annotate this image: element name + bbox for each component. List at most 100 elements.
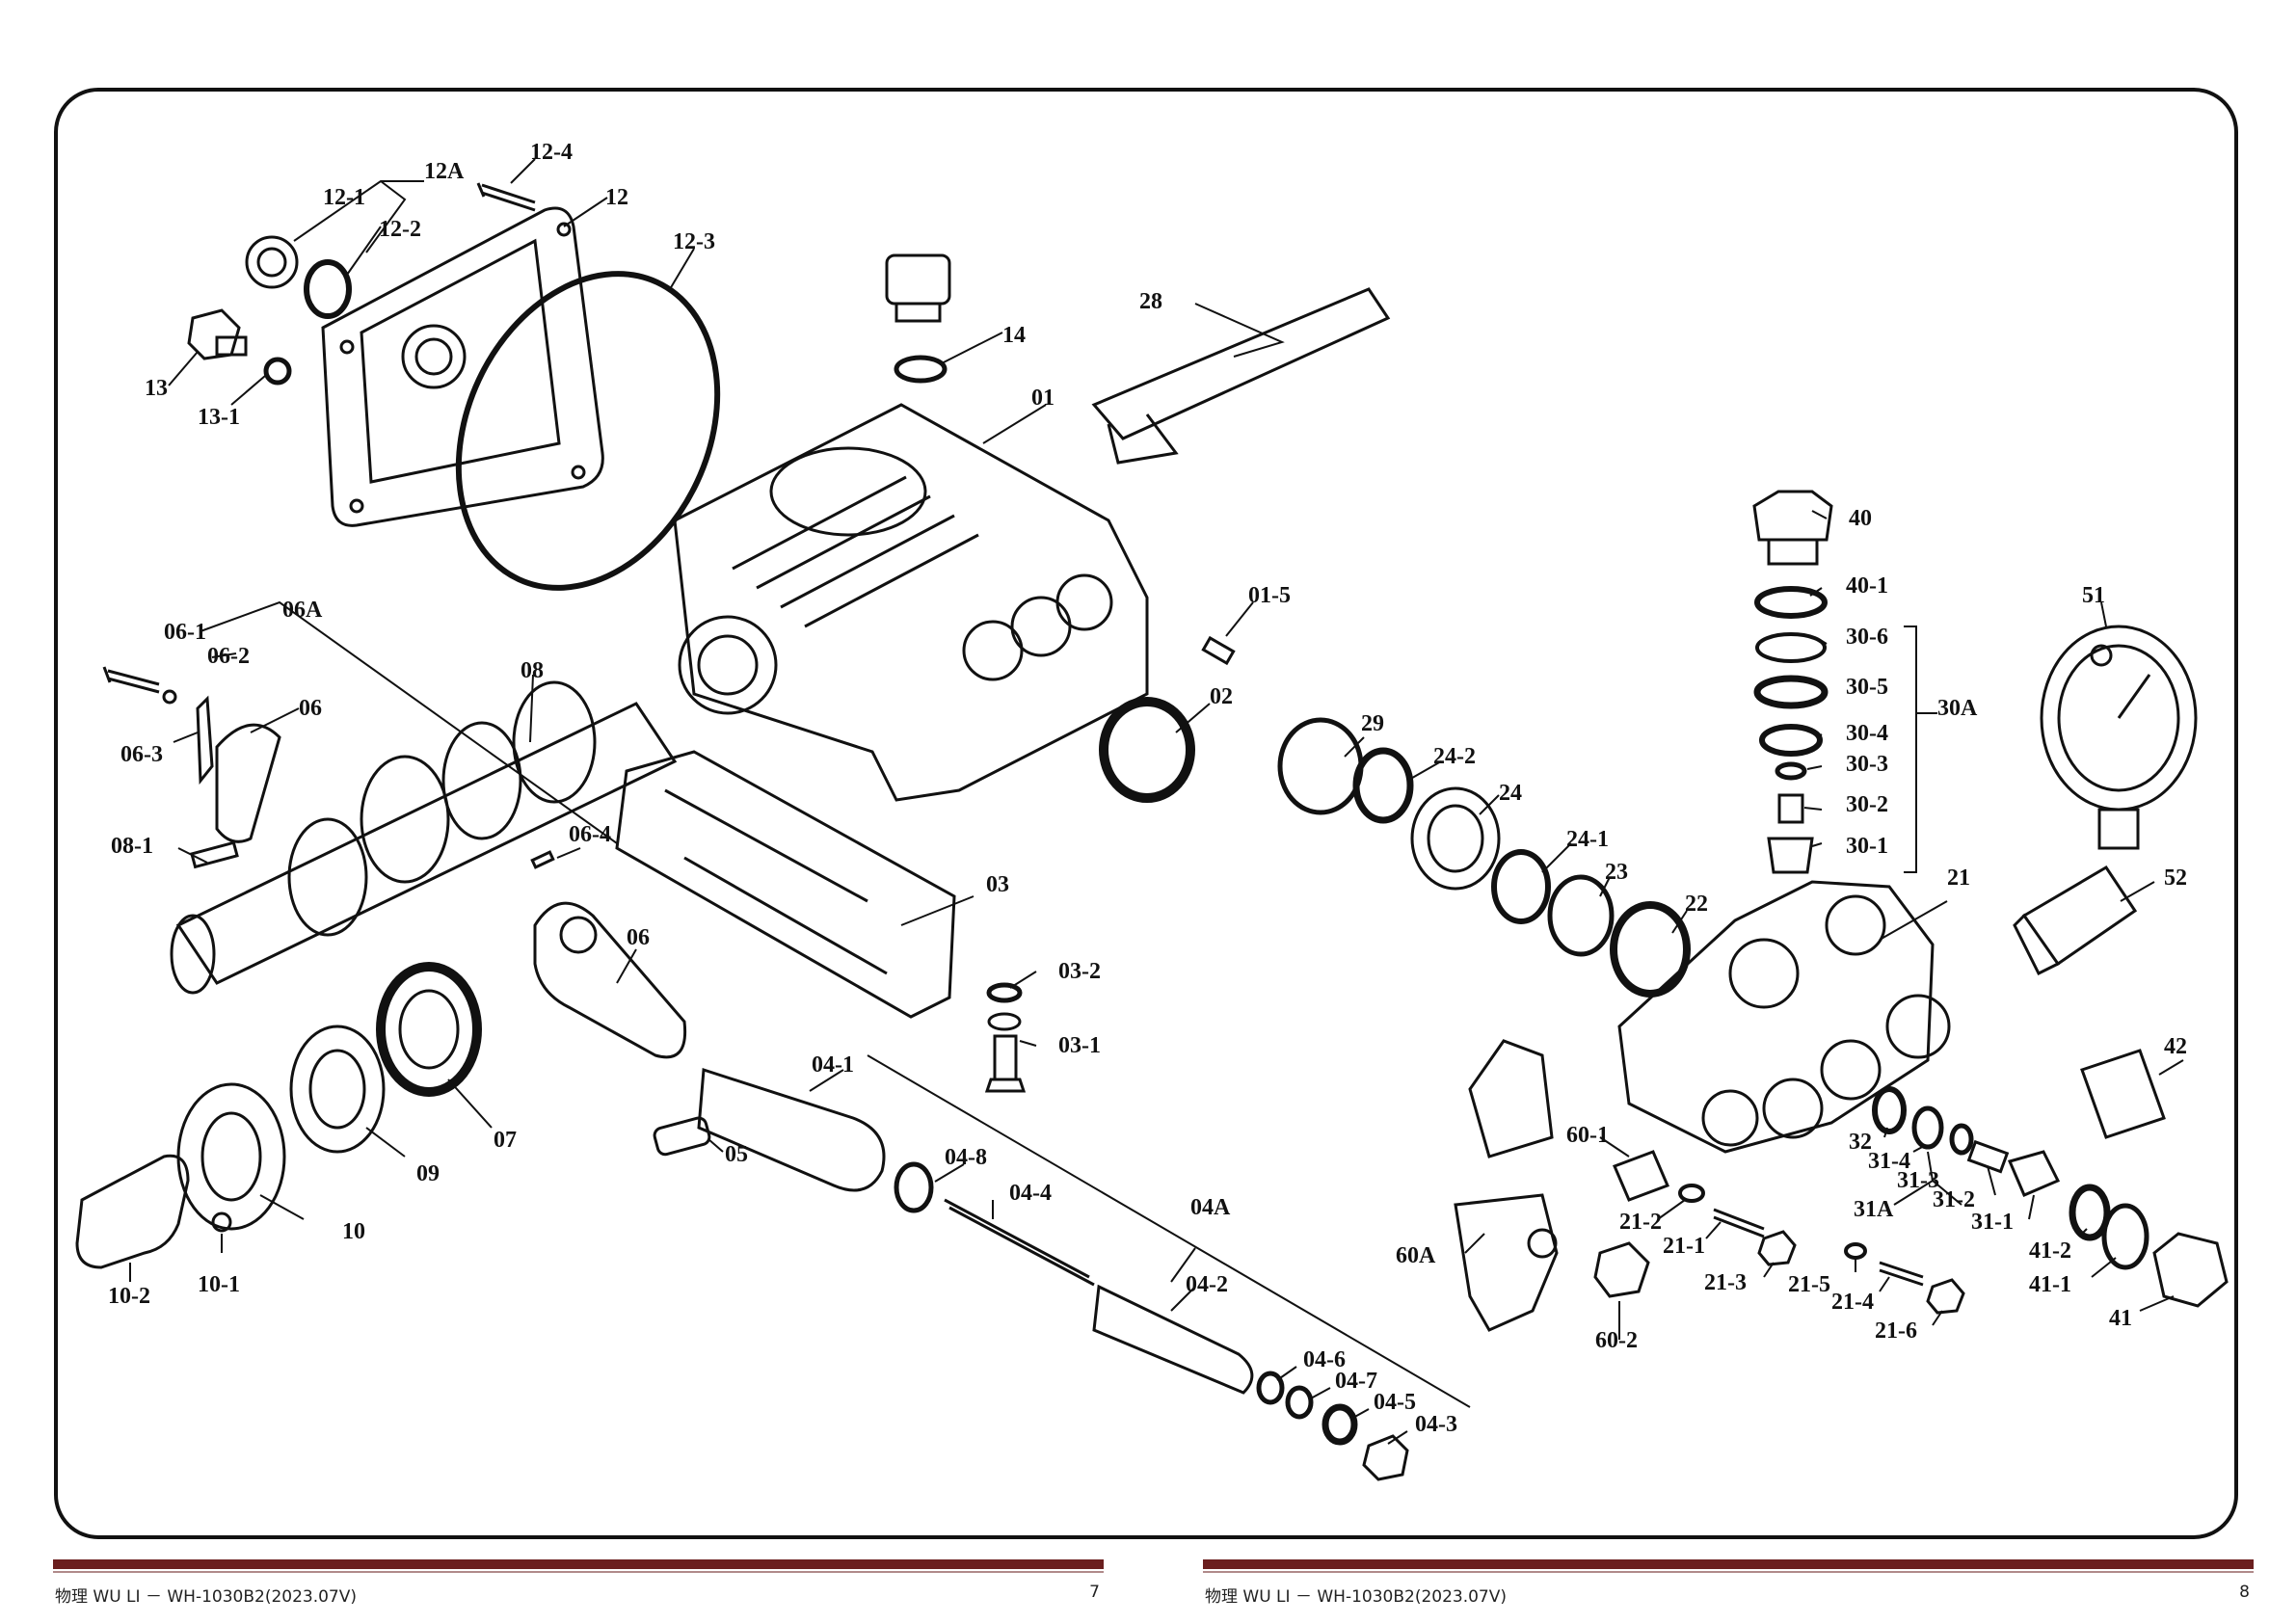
seal-02 bbox=[1099, 697, 1195, 803]
label-01-5: 01-5 bbox=[1248, 583, 1291, 608]
footer-right-page-number: 8 bbox=[2239, 1583, 2250, 1602]
label-30-6: 30-6 bbox=[1846, 625, 1888, 650]
rod-04-4 bbox=[944, 1198, 1095, 1287]
cap-40 bbox=[1752, 490, 1833, 566]
label-06-3: 06-3 bbox=[120, 742, 163, 767]
label-02: 02 bbox=[1210, 684, 1233, 709]
label-04-7: 04-7 bbox=[1335, 1369, 1377, 1394]
label-06-2: 06-2 bbox=[207, 644, 250, 669]
plunger-04-1 bbox=[697, 1067, 886, 1192]
label-04A: 04A bbox=[1190, 1195, 1231, 1220]
guide-24 bbox=[1410, 786, 1501, 891]
cage-31-1 bbox=[2007, 1150, 2061, 1197]
back-cover-part bbox=[321, 206, 604, 527]
oring-04-8 bbox=[894, 1161, 934, 1213]
label-30-1: 30-1 bbox=[1846, 834, 1888, 859]
label-10-2: 10-2 bbox=[108, 1284, 150, 1309]
label-12-4: 12-4 bbox=[530, 140, 573, 165]
label-14: 14 bbox=[1002, 323, 1026, 348]
oring-40-1 bbox=[1754, 586, 1828, 619]
footer-right: 物理 WU LI － WH-1030B2(2023.07V) 8 bbox=[1203, 1559, 2254, 1617]
label-31-3: 31-3 bbox=[1897, 1168, 1939, 1193]
label-04-8: 04-8 bbox=[945, 1145, 987, 1170]
washer-13-1 bbox=[263, 357, 292, 386]
washer-21-5 bbox=[1844, 1242, 1867, 1260]
label-07: 07 bbox=[494, 1128, 517, 1153]
footer-right-rule-thin bbox=[1203, 1571, 2254, 1573]
bolt-21-1 bbox=[1713, 1208, 1765, 1238]
label-01: 01 bbox=[1031, 386, 1055, 411]
ring-23 bbox=[1547, 874, 1615, 957]
label-60-1: 60-1 bbox=[1566, 1123, 1609, 1148]
nut-21-6 bbox=[1926, 1278, 1965, 1315]
plug-13 bbox=[187, 308, 248, 360]
label-12A: 12A bbox=[424, 159, 465, 184]
spring-30-2 bbox=[1777, 793, 1804, 824]
label-24-2: 24-2 bbox=[1433, 744, 1476, 769]
label-08: 08 bbox=[521, 658, 544, 683]
fitting-42 bbox=[2080, 1049, 2166, 1139]
label-31-4: 31-4 bbox=[1868, 1149, 1910, 1174]
label-10-1: 10-1 bbox=[198, 1272, 240, 1297]
label-29: 29 bbox=[1361, 711, 1384, 736]
bolt-03-1 bbox=[984, 1012, 1027, 1093]
label-60-2: 60-2 bbox=[1595, 1328, 1638, 1353]
cap-10-2 bbox=[75, 1154, 190, 1269]
seal-22 bbox=[1610, 901, 1691, 998]
label-21-5: 21-5 bbox=[1788, 1272, 1830, 1297]
label-12-2: 12-2 bbox=[379, 217, 421, 242]
bolt-12-4 bbox=[476, 182, 536, 212]
washer-03-2 bbox=[986, 982, 1023, 1003]
label-09: 09 bbox=[416, 1161, 440, 1186]
label-06A: 06A bbox=[282, 598, 323, 623]
label-31A: 31A bbox=[1854, 1197, 1894, 1222]
label-03-2: 03-2 bbox=[1058, 959, 1101, 984]
flange-10 bbox=[176, 1082, 286, 1231]
ring-04-5 bbox=[1322, 1403, 1358, 1446]
label-40: 40 bbox=[1849, 506, 1872, 531]
label-12-3: 12-3 bbox=[673, 229, 715, 254]
footer-left-title: 物理 WU LI － WH-1030B2(2023.07V) bbox=[55, 1587, 358, 1607]
label-42: 42 bbox=[2164, 1034, 2187, 1059]
footer-left-rule-thin bbox=[53, 1571, 1104, 1573]
valve-30-3 bbox=[1775, 761, 1807, 781]
pin-01-5 bbox=[1201, 635, 1236, 666]
screw-10-1 bbox=[211, 1211, 232, 1233]
label-60A: 60A bbox=[1396, 1243, 1436, 1268]
label-30-3: 30-3 bbox=[1846, 752, 1888, 777]
label-12-1: 12-1 bbox=[323, 185, 365, 210]
label-30-4: 30-4 bbox=[1846, 721, 1888, 746]
label-04-1: 04-1 bbox=[812, 1052, 854, 1078]
spring-31-2 bbox=[1966, 1139, 2010, 1174]
ring-41-1 bbox=[2101, 1203, 2149, 1270]
unloader-60A bbox=[1454, 1039, 1559, 1332]
plug-41 bbox=[2152, 1232, 2229, 1308]
oring-14 bbox=[894, 355, 948, 384]
label-13: 13 bbox=[145, 376, 168, 401]
seal-09 bbox=[289, 1025, 386, 1154]
part-31-3 bbox=[1949, 1123, 1974, 1156]
label-21: 21 bbox=[1947, 865, 1970, 891]
footer-left-page-number: 7 bbox=[1089, 1583, 1100, 1602]
label-28: 28 bbox=[1139, 289, 1162, 314]
cover-28 bbox=[1091, 287, 1391, 465]
label-12: 12 bbox=[605, 185, 628, 210]
label-04-2: 04-2 bbox=[1186, 1272, 1228, 1297]
label-08-1: 08-1 bbox=[111, 834, 153, 859]
manifold-21 bbox=[1617, 880, 1951, 1154]
sleeve-04-2 bbox=[1092, 1284, 1254, 1395]
label-21-2: 21-2 bbox=[1619, 1210, 1662, 1235]
nut-21-3 bbox=[1757, 1230, 1797, 1266]
oring-41-2 bbox=[2069, 1184, 2111, 1241]
connecting-rod-06 bbox=[533, 901, 687, 1059]
label-04-5: 04-5 bbox=[1374, 1390, 1416, 1415]
label-13-1: 13-1 bbox=[198, 405, 240, 430]
rod-cap-06 bbox=[215, 723, 281, 843]
oring-32 bbox=[1872, 1086, 1907, 1134]
oring-30-5 bbox=[1753, 675, 1829, 709]
ring-04-7 bbox=[1285, 1385, 1314, 1420]
washer-29 bbox=[1277, 717, 1364, 815]
clip-06-3 bbox=[196, 695, 214, 785]
label-32: 32 bbox=[1849, 1130, 1872, 1155]
